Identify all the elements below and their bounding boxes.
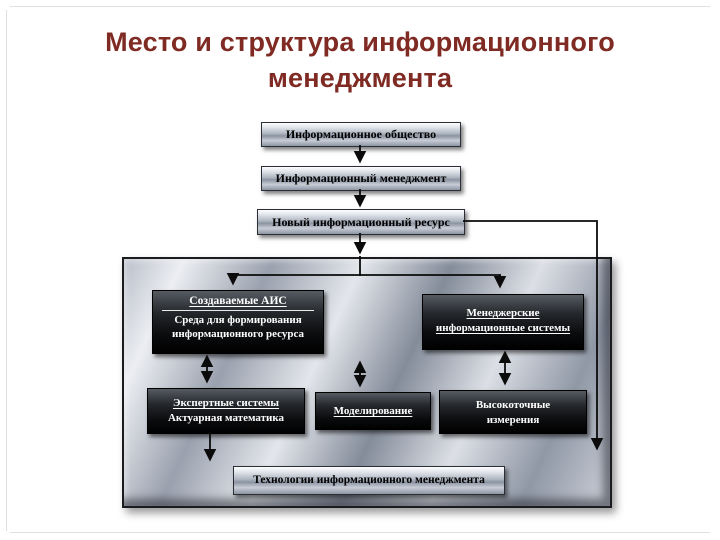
box-modeling: Моделирование [315,392,431,430]
box-created-ais-divider [162,310,314,311]
box-information-management-label: Информационный менеджмент [275,171,447,185]
frame-line-left [6,10,7,531]
frame-line-top [10,6,710,7]
box-managerial-is-line1: Менеджерские [466,307,540,319]
box-created-ais-heading: Создаваемые АИС [189,295,287,307]
box-created-ais-line2: информационного ресурса [172,328,304,340]
page-title-line2: менеджмента [267,63,453,93]
box-modeling-label: Моделирование [333,405,413,417]
box-information-management: Информационный менеджмент [261,166,461,191]
box-expert-systems-line1: Экспертные системы [172,397,280,409]
box-created-ais: Создаваемые АИС Среда для формирования и… [152,290,324,354]
page-title-line1: Место и структура информационного [105,27,615,57]
system-container: Создаваемые АИС Среда для формирования и… [122,257,612,508]
box-high-precision-line1: Высокоточные [475,399,551,411]
page-title: Место и структура информационного менедж… [0,24,720,96]
box-information-society-label: Информационное общество [285,127,437,141]
frame-line-bottom [10,532,710,533]
bar-technologies-label: Технологии информационного менеджмента [253,474,485,486]
box-created-ais-line1: Среда для формирования [174,314,302,326]
box-expert-systems-line2: Актуарная математика [167,412,284,424]
box-expert-systems: Экспертные системы Актуарная математика [147,388,305,434]
bar-technologies: Технологии информационного менеджмента [233,466,505,495]
box-information-society: Информационное общество [261,122,461,147]
box-managerial-is-line2: информационные системы [435,322,571,334]
box-managerial-is: Менеджерские информационные системы [422,294,584,350]
box-new-information-resource: Новый информационный ресурс [257,209,465,235]
box-high-precision: Высокоточные измерения [439,390,587,434]
box-high-precision-line2: измерения [486,414,540,426]
box-new-information-resource-label: Новый информационный ресурс [272,215,450,229]
